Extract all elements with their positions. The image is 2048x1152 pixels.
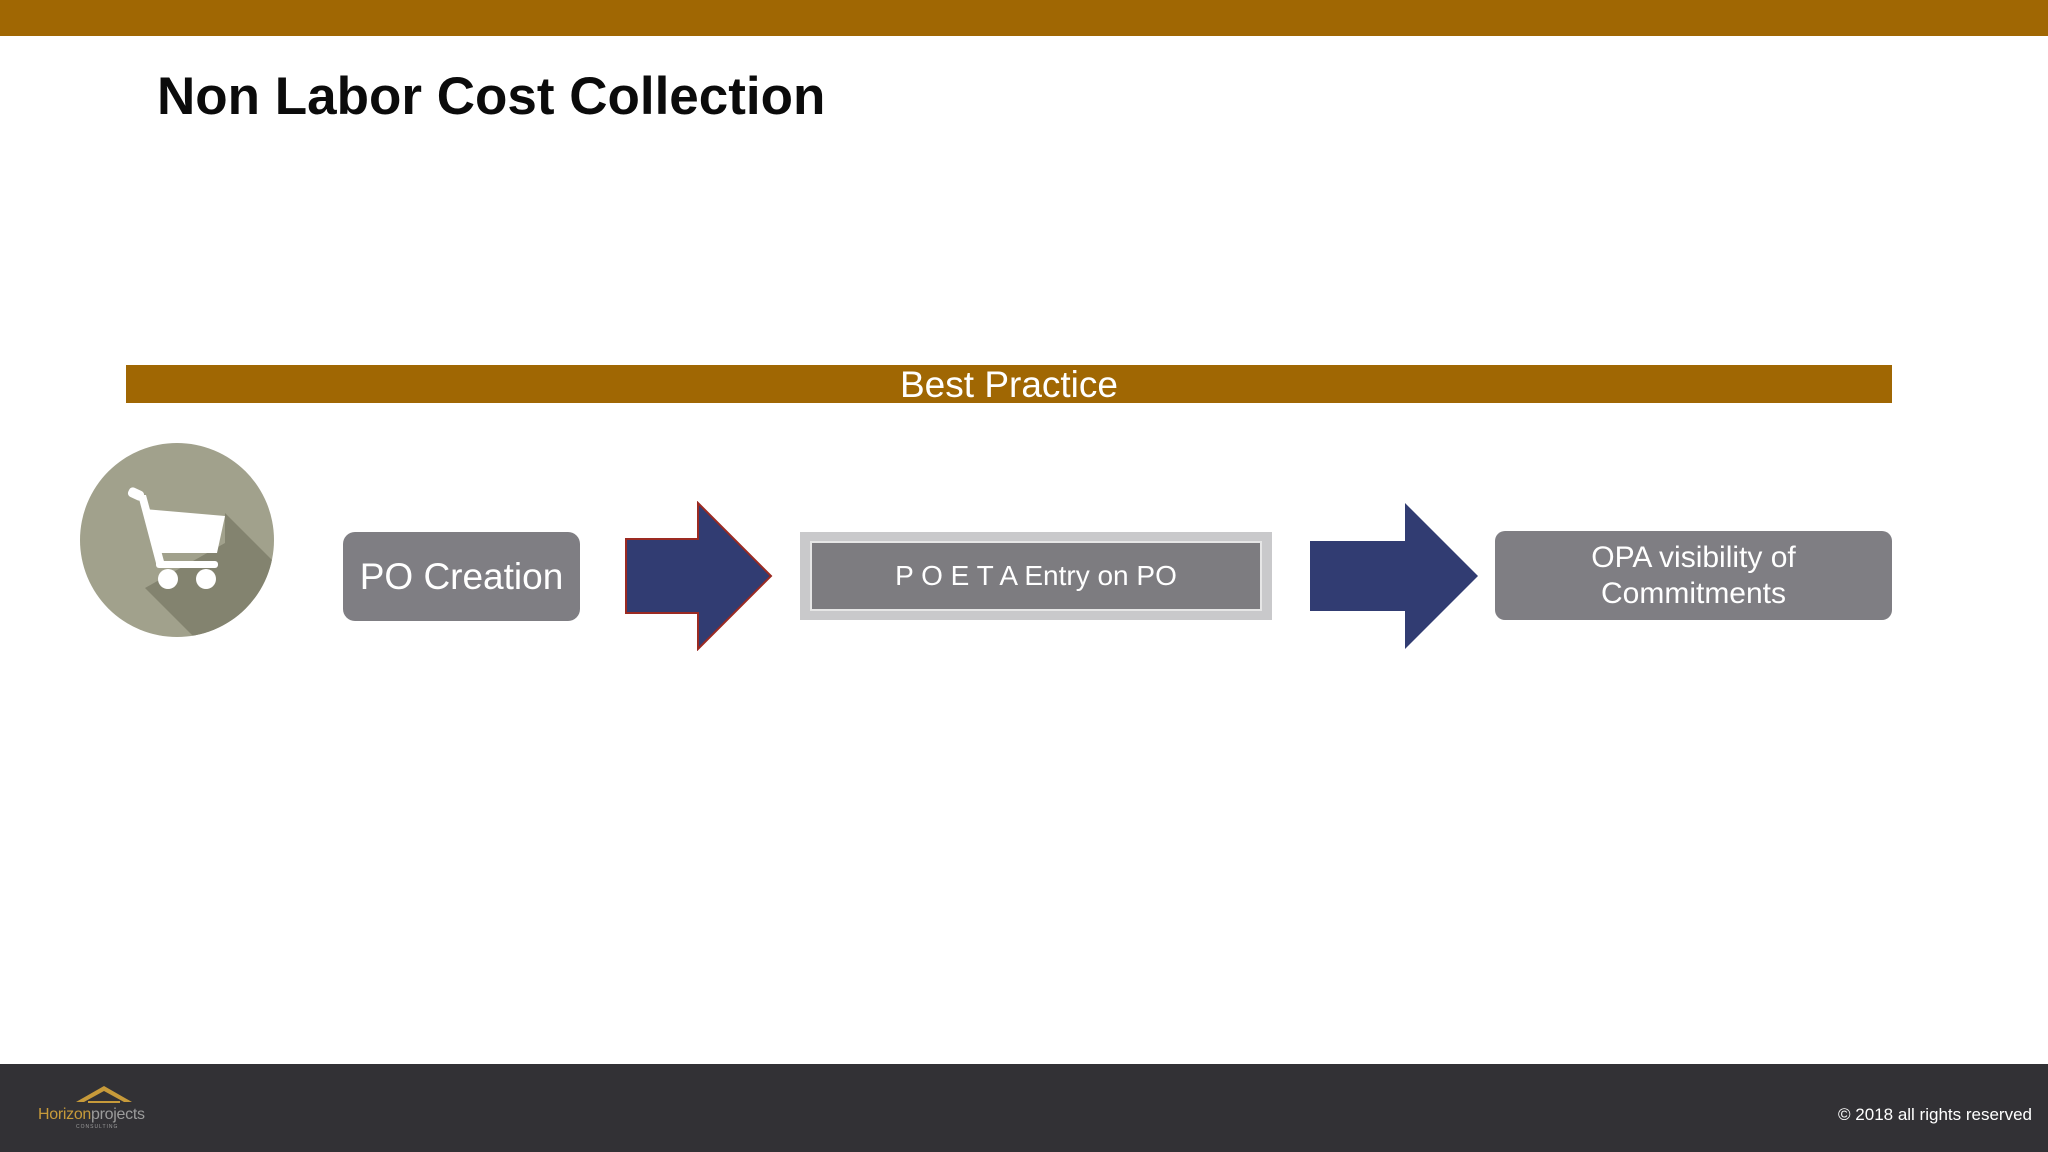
right-arrow-icon [625,501,773,651]
logo-subtitle: CONSULTING [76,1124,119,1130]
page-title: Non Labor Cost Collection [157,67,826,126]
best-practice-banner: Best Practice [126,365,1892,405]
top-accent-bar [0,0,2048,36]
po-creation-step: PO Creation [343,532,580,621]
roof-icon [76,1086,132,1103]
right-arrow-icon [1310,503,1478,649]
poeta-entry-label: P O E T A Entry on PO [810,541,1262,611]
footer-bar [0,1064,2048,1152]
shopping-cart-icon [80,443,274,637]
logo-text-secondary: projects [91,1106,145,1123]
copyright-notice: © 2018 all rights reserved [1838,1105,2032,1124]
company-logo: Horizonprojects CONSULTING [38,1082,168,1132]
logo-text-primary: Horizon [38,1106,92,1123]
poeta-entry-step: P O E T A Entry on PO [800,532,1272,620]
opa-visibility-step: OPA visibility of Commitments [1495,531,1892,620]
